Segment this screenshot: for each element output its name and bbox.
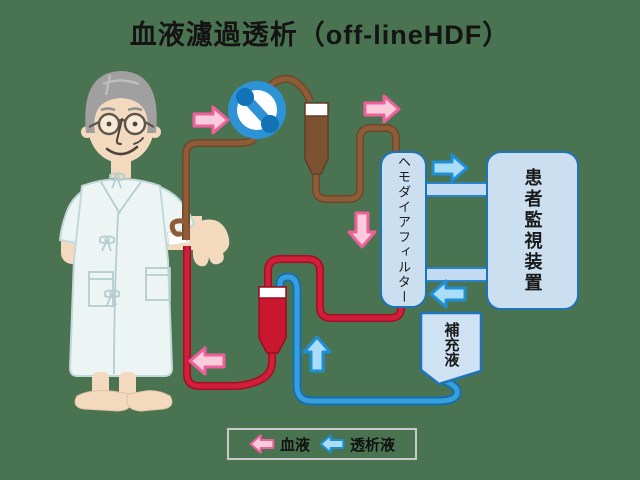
blood-pump-icon: [228, 81, 286, 139]
dialysate-connectors: [419, 182, 491, 282]
arterial-blood-line: [169, 79, 396, 241]
pink-arrow-right-icon: [192, 105, 230, 135]
patient-left-foot: [74, 390, 133, 412]
patient-hair: [85, 71, 157, 133]
pink-arrow-left-icon: [249, 434, 275, 454]
page-title: 血液濾過透析（off-lineHDF）: [129, 20, 511, 50]
patient-illustration: [58, 71, 230, 412]
legend-item-dialysate: 透析液: [319, 434, 395, 455]
shunt-hook: [169, 218, 190, 241]
blue-arrow-up-icon: [302, 335, 332, 373]
blue-arrow-right-icon: [431, 153, 469, 183]
patient-monitor-label: 患者監視装置: [522, 167, 543, 294]
hemodiafilter-label: ヘモダイアフィルター: [396, 154, 411, 305]
patient-right-foot: [126, 390, 173, 412]
blue-arrow-left-icon: [429, 279, 467, 309]
replacement-fluid-bag: [419, 311, 483, 386]
legend: 血液 透析液: [227, 428, 417, 460]
pink-arrow-left-icon: [188, 346, 226, 376]
patient-monitor-box: 患者監視装置: [486, 151, 579, 310]
hemodiafilter-box: ヘモダイアフィルター: [380, 151, 427, 308]
legend-label-dialysate: 透析液: [350, 436, 396, 454]
venous-drip-chamber: [258, 286, 287, 354]
blue-arrow-left-icon: [319, 434, 345, 454]
arterial-drip-chamber: [304, 102, 329, 175]
replacement-fluid-label: 補充液: [442, 321, 460, 367]
pink-arrow-down-icon: [347, 211, 377, 249]
legend-label-blood: 血液: [279, 436, 310, 454]
pink-arrow-right-icon: [363, 94, 401, 124]
replacement-fluid-label-wrap: 補充液: [421, 315, 481, 373]
legend-item-blood: 血液: [249, 434, 310, 455]
patient-right-hand: [192, 219, 230, 267]
